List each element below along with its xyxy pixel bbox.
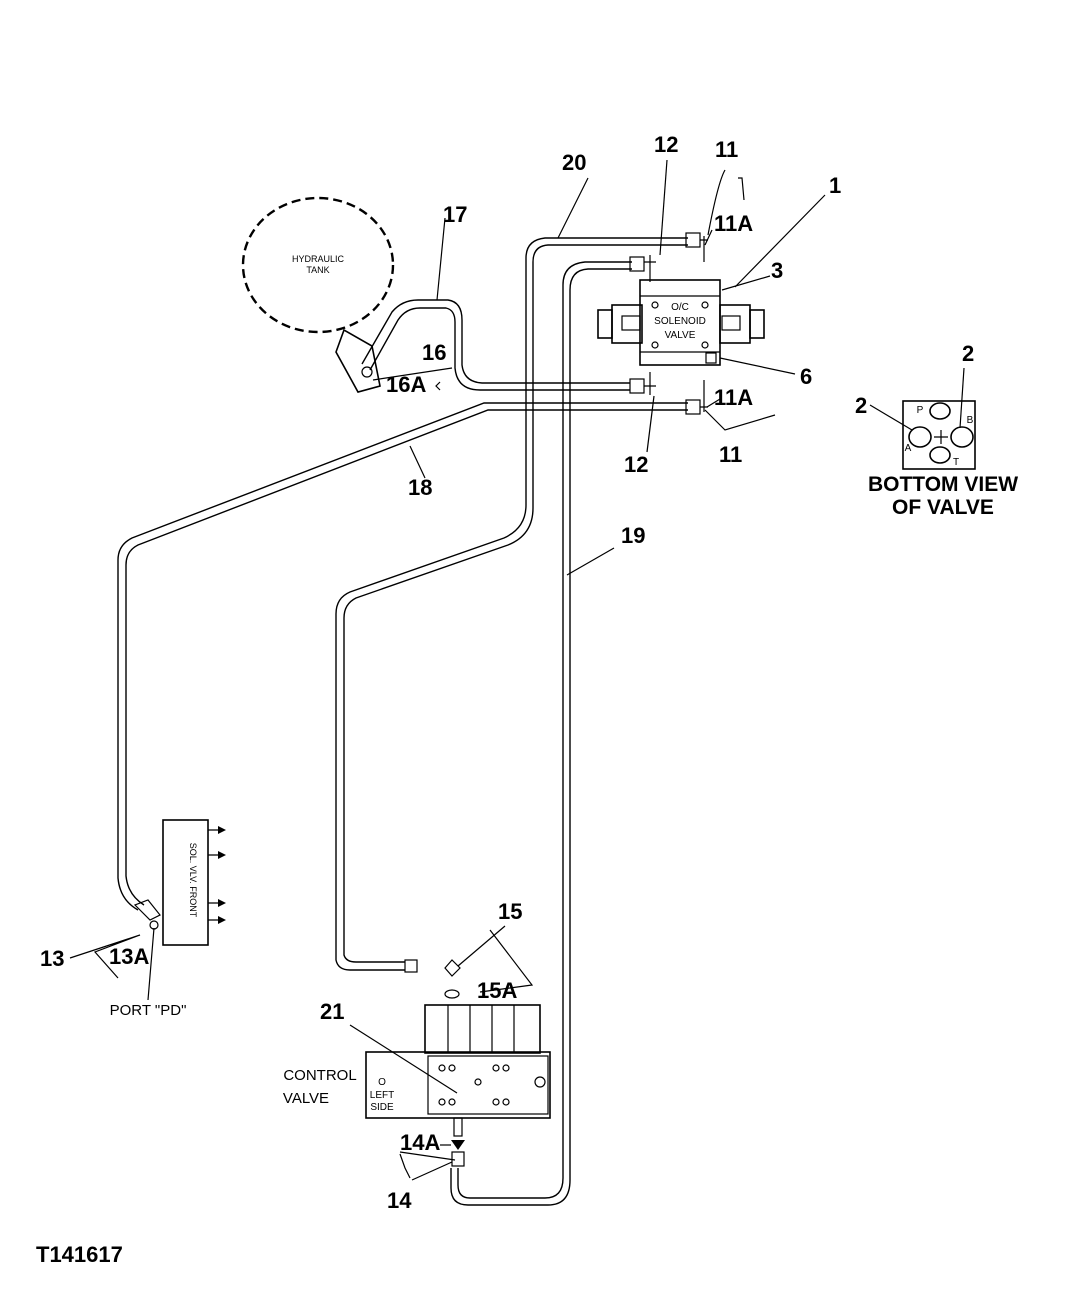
solenoid-label-line1: O/C — [671, 302, 689, 313]
callout-15a: 15A — [477, 978, 517, 1003]
callout-2-left: 2 — [855, 393, 867, 418]
leader-lines — [69, 159, 965, 1181]
solenoid-label-line3: VALVE — [665, 330, 696, 341]
callout-3: 3 — [771, 258, 783, 283]
bottom-view-valve: P A B T BOTTOM VIEW OF VALVE — [868, 400, 1018, 519]
tank-outlet-fitting — [335, 328, 381, 393]
callout-11a-top: 11A — [714, 211, 753, 236]
callout-16a: 16A — [386, 372, 426, 397]
bottom-view-line2: OF VALVE — [892, 496, 994, 519]
control-valve-label-line2: VALVE — [283, 1090, 329, 1107]
callout-16: 16 — [422, 340, 446, 365]
callout-14: 14 — [387, 1188, 412, 1213]
figure-id: T141617 — [36, 1242, 123, 1267]
callout-20: 20 — [562, 150, 586, 175]
left-side-line2: SIDE — [370, 1102, 394, 1113]
callout-18: 18 — [408, 475, 432, 500]
tank-outlet-port — [361, 366, 373, 378]
port-letter-p: P — [917, 405, 924, 416]
callout-21: 21 — [320, 999, 344, 1024]
callout-6: 6 — [800, 364, 812, 389]
callout-12-top: 12 — [654, 132, 678, 157]
port-letter-a: A — [905, 443, 912, 454]
callout-11-top: 11 — [715, 137, 738, 162]
left-side-line1: LEFT — [370, 1090, 394, 1101]
callout-19: 19 — [621, 523, 645, 548]
hydraulic-tank: HYDRAULIC TANK — [241, 196, 395, 393]
callout-1: 1 — [829, 173, 841, 198]
control-valve-label-line1: CONTROL — [283, 1067, 356, 1084]
fittings — [629, 232, 708, 415]
hose-17 — [361, 299, 630, 391]
callout-13: 13 — [40, 946, 64, 971]
solenoid-label-line2: SOLENOID — [654, 316, 706, 327]
port-letter-t: T — [953, 457, 959, 468]
callout-17: 17 — [443, 202, 467, 227]
port-pd-label: PORT "PD" — [110, 1002, 187, 1019]
tank-label-line2: TANK — [306, 265, 329, 275]
callout-11-bottom: 11 — [719, 442, 742, 467]
port-letter-b: B — [967, 415, 974, 426]
solenoid-valve: O/C SOLENOID VALVE — [597, 279, 765, 366]
callout-12-bottom: 12 — [624, 452, 648, 477]
hose-18 — [117, 402, 688, 911]
control-valve: O LEFT SIDE CONTROL VALVE — [283, 1004, 551, 1167]
callout-2-right: 2 — [962, 341, 974, 366]
tank-label-line1: HYDRAULIC — [292, 254, 345, 264]
callout-11a-bottom: 11A — [714, 385, 753, 410]
callout-15: 15 — [498, 899, 522, 924]
callouts: 1 3 6 11 11A 12 12 11A 11 16 16A 17 20 1… — [36, 132, 974, 1267]
bottom-view-line1: BOTTOM VIEW — [868, 473, 1018, 496]
callout-13a: 13A — [109, 944, 149, 969]
fitting-15 — [404, 959, 461, 999]
sol-valve-front-label: SOL. VLV. FRONT — [188, 843, 198, 918]
callout-14a: 14A — [400, 1130, 440, 1155]
svg-text:O: O — [378, 1077, 386, 1088]
hose-19 — [450, 261, 632, 1206]
sol-valve-front-block: SOL. VLV. FRONT — [133, 819, 226, 946]
hose-20 — [335, 237, 688, 971]
